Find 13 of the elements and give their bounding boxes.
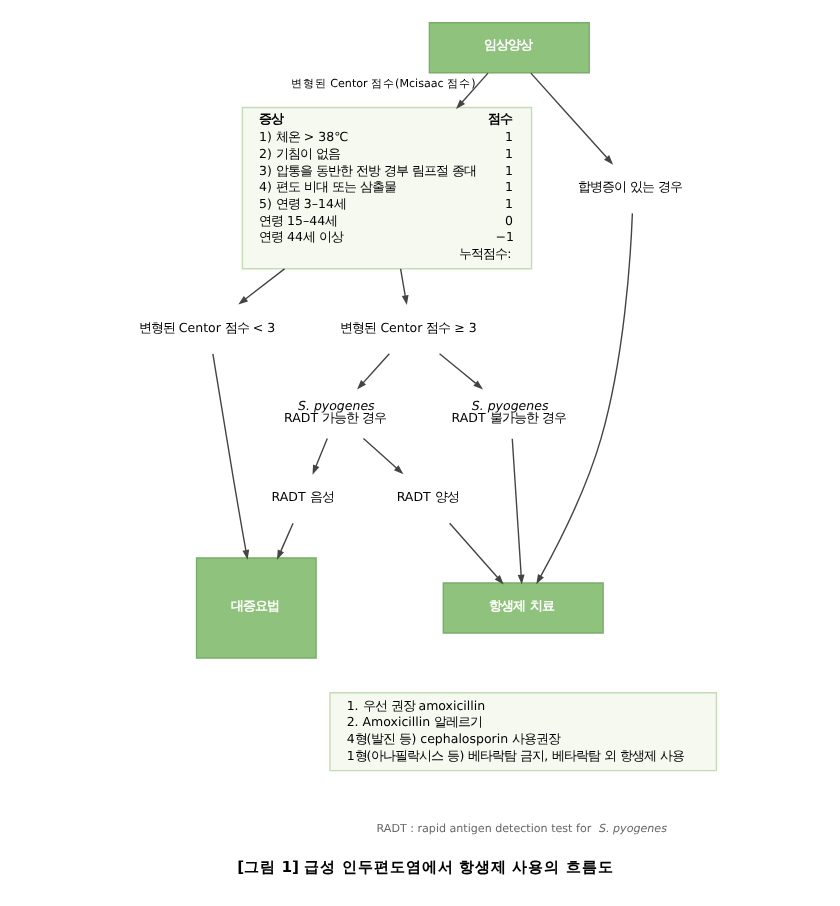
arrow (362, 437, 404, 475)
arrow (530, 72, 614, 165)
arrow (536, 212, 634, 585)
arrow (212, 353, 250, 560)
arrow (276, 522, 294, 560)
arrow (448, 522, 504, 585)
arrow (438, 353, 484, 390)
arrow (312, 437, 328, 475)
arrow (456, 72, 489, 110)
arrow (399, 268, 409, 306)
arrow (511, 438, 525, 585)
arrow (238, 268, 286, 305)
arrow (357, 353, 390, 390)
